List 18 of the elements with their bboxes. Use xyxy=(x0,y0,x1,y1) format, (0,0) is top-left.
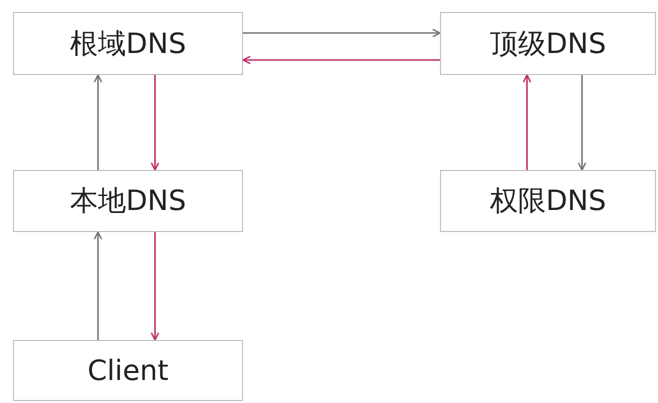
node-label: 根域DNS xyxy=(70,26,186,62)
dns-box xyxy=(13,170,243,232)
arrow xyxy=(150,75,160,171)
arrow xyxy=(578,75,586,171)
node-label: 顶级DNS xyxy=(490,26,606,62)
dns-box xyxy=(13,340,243,401)
dns-box xyxy=(440,12,656,75)
dns-box xyxy=(440,170,656,232)
node-label: 本地DNS xyxy=(70,183,186,219)
node-label: 权限DNS xyxy=(490,183,606,219)
arrow xyxy=(522,74,532,170)
arrow xyxy=(243,28,441,38)
arrow xyxy=(242,56,440,64)
arrow xyxy=(94,231,102,340)
dns-box xyxy=(13,12,243,75)
arrow xyxy=(94,74,102,170)
node-label: Client xyxy=(87,354,169,387)
arrow xyxy=(150,232,160,341)
